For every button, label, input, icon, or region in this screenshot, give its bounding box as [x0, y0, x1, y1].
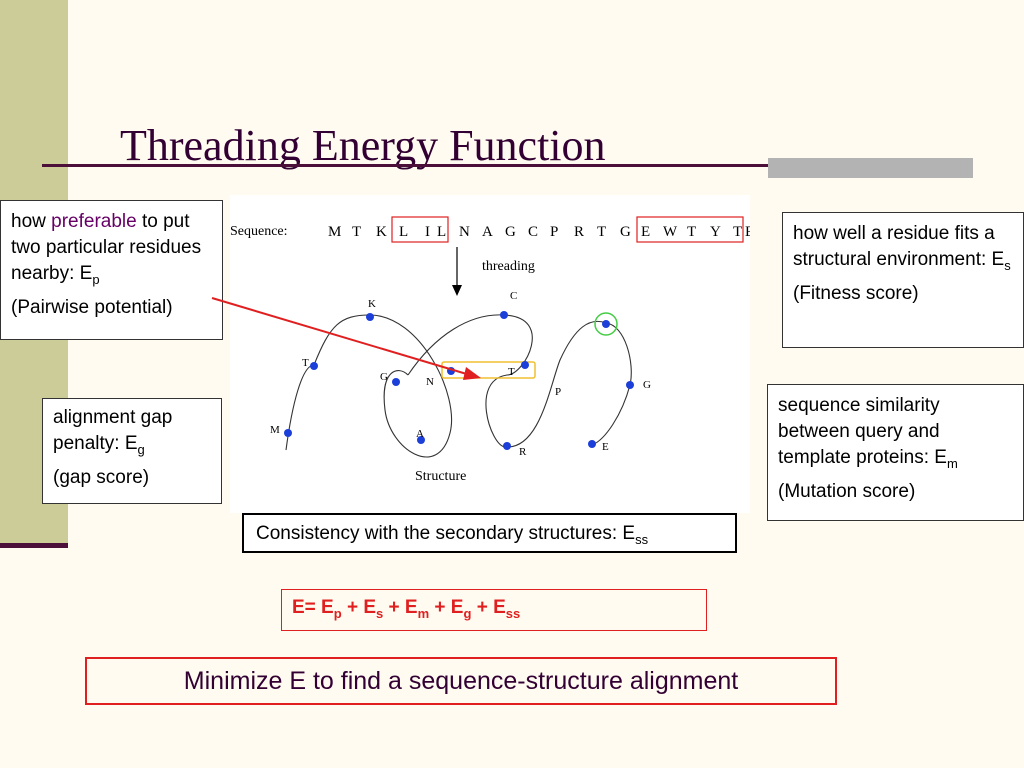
sequence-residue: L [399, 224, 408, 240]
sequence-residue: E [745, 224, 750, 240]
sequence-residue: G [620, 224, 631, 240]
residue-label: G [380, 371, 388, 383]
residue-label: R [519, 446, 527, 458]
fitness-label: (Fitness score) [793, 283, 919, 304]
fitness-highlight-circle [594, 312, 618, 336]
residue-labels: K C T G N T P G M A R E [270, 290, 651, 458]
residue-label: A [416, 428, 424, 440]
sequence-highlight-2 [636, 216, 744, 243]
sequence-residue: G [505, 224, 516, 240]
sequence-residue: I [425, 224, 430, 240]
residue-node [503, 442, 511, 450]
fitness-description: how well a residue fits a structural env… [793, 223, 1011, 273]
sequence-residue: T [597, 224, 606, 240]
sequence-highlight-1 [391, 216, 449, 243]
residue-label: K [368, 298, 376, 310]
pairwise-potential-box: how preferable to put two particular res… [0, 200, 223, 340]
sequence-residue: E [641, 224, 650, 240]
gap-label: (gap score) [53, 467, 150, 488]
gap-score-box: alignment gap penalty: Eg (gap score) [42, 398, 222, 504]
sequence-residue: W [663, 224, 678, 240]
sequence-residue: P [550, 224, 558, 240]
preferable-highlight: preferable [51, 211, 137, 232]
residue-node [366, 313, 374, 321]
residue-label: P [555, 386, 561, 398]
sequence-residue: L [437, 224, 446, 240]
residue-label: E [602, 441, 609, 453]
sequence-residue: T [352, 224, 361, 240]
sidebar-divider [0, 543, 68, 548]
mutation-label: (Mutation score) [778, 481, 916, 502]
pairwise-arrowhead [463, 367, 481, 380]
residue-node [521, 361, 529, 369]
sequence-residue: T [733, 224, 742, 240]
structure-label: Structure [415, 469, 466, 484]
pairwise-label: (Pairwise potential) [11, 297, 173, 318]
residue-node [284, 429, 292, 437]
mutation-score-box: sequence similarity between query and te… [767, 384, 1024, 521]
fitness-score-box: how well a residue fits a structural env… [782, 212, 1024, 348]
sequence-residue: Y [710, 224, 721, 240]
gap-description: alignment gap penalty: Eg [53, 407, 173, 457]
residue-label: N [426, 376, 434, 388]
energy-formula: E= Ep + Es + Em + Eg + Ess [281, 589, 707, 631]
title-decor-bar [768, 158, 973, 178]
sequence-residue: A [482, 224, 493, 240]
residue-label: T [302, 357, 309, 369]
consistency-description: Consistency with the secondary structure… [256, 523, 649, 547]
sequence-residue: K [376, 224, 387, 240]
sequence-residue: M [328, 224, 341, 240]
residue-label: C [510, 290, 517, 302]
residue-node [417, 436, 425, 444]
threading-arrowhead [452, 285, 462, 296]
aligned-pair-highlight [441, 361, 536, 379]
threading-label: threading [482, 259, 535, 274]
mutation-description: sequence similarity between query and te… [778, 395, 958, 471]
residue-node [310, 362, 318, 370]
residue-nodes [284, 311, 634, 450]
minimize-statement: Minimize E to find a sequence-structure … [85, 657, 837, 705]
residue-node [588, 440, 596, 448]
residue-label: G [643, 379, 651, 391]
title-underline [42, 164, 972, 167]
residue-node [500, 311, 508, 319]
sequence-residue: R [574, 224, 584, 240]
residue-node [392, 378, 400, 386]
sequence-residue: N [459, 224, 470, 240]
residue-label: T [508, 366, 515, 378]
sequence-residue: C [528, 224, 538, 240]
residue-node [602, 320, 610, 328]
pairwise-arrow-line [211, 297, 471, 376]
page-title: Threading Energy Function [120, 121, 606, 170]
structure-backbone-2 [407, 314, 607, 448]
sequence-label: Sequence: [230, 224, 288, 239]
residue-node [626, 381, 634, 389]
consistency-box: Consistency with the secondary structure… [242, 513, 737, 553]
sequence-residue: T [687, 224, 696, 240]
residue-label: M [270, 424, 280, 436]
pairwise-description: how preferable to put two particular res… [11, 211, 202, 287]
